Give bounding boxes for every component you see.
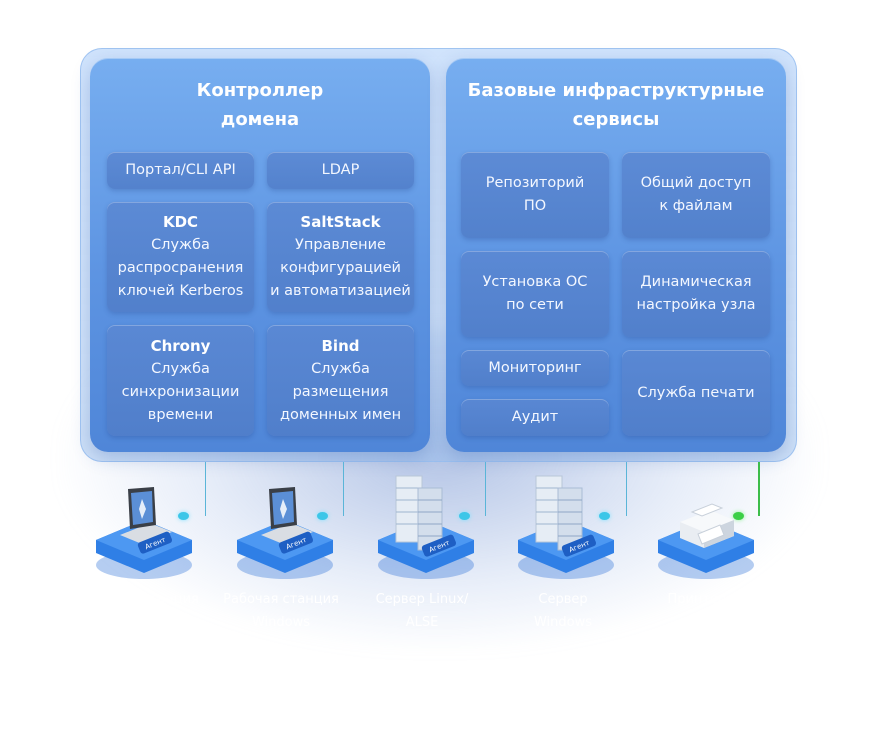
panel-title: Контроллер домена (196, 80, 324, 130)
box-title: Chrony (150, 336, 211, 355)
box-text: Аудит (511, 409, 559, 425)
audit-box: Аудит (461, 399, 609, 436)
connector-line (205, 462, 206, 516)
connector-line (626, 462, 627, 516)
panel-title: Базовые инфраструктурные сервисы (467, 80, 765, 130)
portal-cli-api-box: Портал/CLI API (107, 152, 254, 189)
box-text: Служба распросранения ключей Kerberos (117, 237, 244, 299)
bind-box: Bind Служба размещения доменных имен (267, 325, 414, 436)
connector-dot (178, 512, 189, 520)
device-label: Сервер Linux/ ALSE (375, 592, 469, 630)
box-title: Bind (321, 336, 360, 355)
box-text: Общий доступ к файлам (640, 175, 752, 214)
box-text: Динамическая настройка узла (636, 274, 756, 313)
connector-dot (459, 512, 470, 520)
box-label: Портал/CLI API (125, 162, 236, 178)
infrastructure-services-panel: Базовые инфраструктурные сервисы Репозит… (446, 58, 786, 452)
dynamic-host-config-box: Динамическая настройка узла (622, 251, 770, 337)
domain-controller-panel: Контроллер домена Портал/CLI API LDAP KD… (90, 58, 430, 452)
connector-line (343, 462, 344, 516)
device-label: Сервер Windows (533, 592, 593, 630)
saltstack-box: SaltStack Управление конфигурацией и авт… (267, 202, 414, 312)
os-network-install-box: Установка ОС по сети (461, 251, 609, 337)
connector-dot (599, 512, 610, 520)
monitoring-box: Мониторинг (461, 350, 609, 386)
box-label: LDAP (321, 162, 360, 178)
server-linux-device: Агент (378, 475, 474, 579)
printer-device (658, 503, 754, 579)
box-title: KDC (162, 213, 199, 231)
box-text: Репозиторий ПО (485, 175, 585, 214)
connector-line (485, 462, 486, 516)
printer-connector-dot (733, 512, 744, 520)
device-label: Рабочая станция Linux/ALSE (83, 592, 199, 630)
server-windows-device: Агент (518, 475, 614, 579)
box-text: Служба размещения доменных имен (279, 360, 402, 423)
chrony-box: Chrony Служба синхронизации времени (107, 325, 254, 436)
box-text: Управление конфигурацией и автоматизацие… (270, 237, 411, 299)
ldap-box: LDAP (267, 152, 414, 189)
workstation-linux-device: Агент (96, 487, 192, 579)
workstation-windows-device: Агент (237, 487, 333, 579)
kdc-box: KDC Служба распросранения ключей Kerbero… (107, 202, 254, 312)
file-sharing-box: Общий доступ к файлам (622, 152, 770, 238)
software-repo-box: Репозиторий ПО (461, 152, 609, 238)
box-text: Мониторинг (488, 359, 582, 376)
box-title: SaltStack (300, 213, 381, 231)
printer-connector-line (758, 462, 760, 516)
box-text: Служба синхронизации времени (121, 360, 240, 423)
box-text: Служба печати (637, 384, 755, 401)
device-label: Принтеры и МФУ (667, 592, 737, 630)
box-text: Установка ОС по сети (482, 274, 588, 313)
connector-dot (317, 512, 328, 520)
print-service-box: Служба печати (622, 350, 770, 436)
device-label: Рабочая станция Windows (223, 592, 339, 630)
